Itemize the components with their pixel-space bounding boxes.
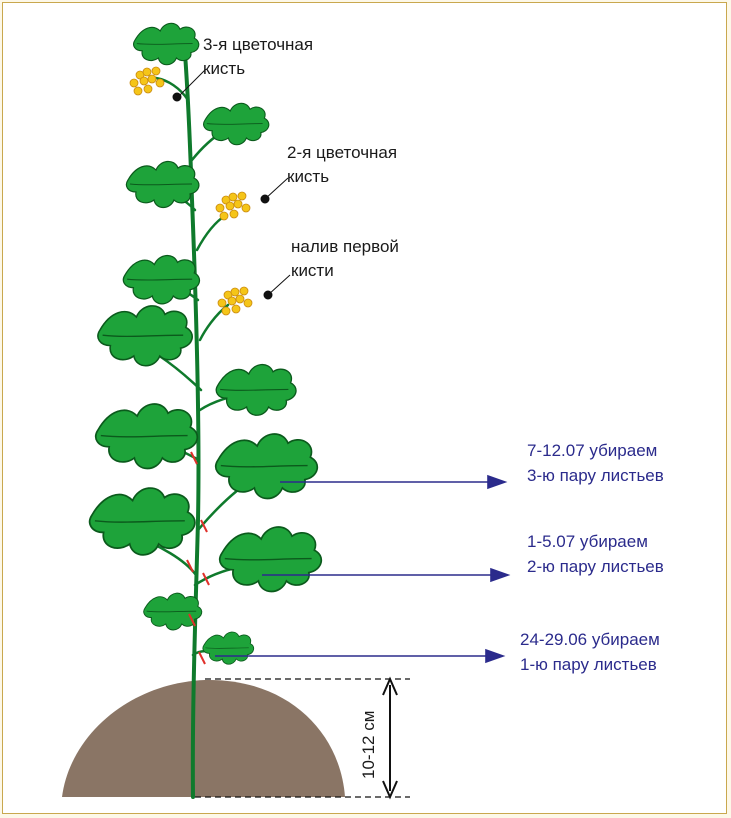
removal-label-2-line2: 2-ю пару листьев	[527, 557, 664, 576]
height-label: 10-12 см	[359, 711, 378, 779]
flower-label-2-line1: 2-я цветочная	[287, 143, 397, 162]
soil-mound	[62, 680, 345, 797]
removal-label-3-line1: 7-12.07 убираем	[527, 441, 657, 460]
flower-label-3-line1: 3-я цветочная	[203, 35, 313, 54]
removal-label-2-line1: 1-5.07 убираем	[527, 532, 648, 551]
leaves	[90, 23, 322, 664]
flower-label-2-line2: кисть	[287, 167, 329, 186]
flower-label-1-line2: кисти	[291, 261, 334, 280]
pointer-dot	[264, 291, 272, 299]
flower-label-3-line2: кисть	[203, 59, 245, 78]
pointer-dot	[173, 93, 181, 101]
removal-label-1-line2: 1-ю пару листьев	[520, 655, 657, 674]
removal-label-3-line2: 3-ю пару листьев	[527, 466, 664, 485]
pointer-dot	[261, 195, 269, 203]
removal-label-1-line1: 24-29.06 убираем	[520, 630, 660, 649]
flower-label-1-line1: налив первой	[291, 237, 399, 256]
